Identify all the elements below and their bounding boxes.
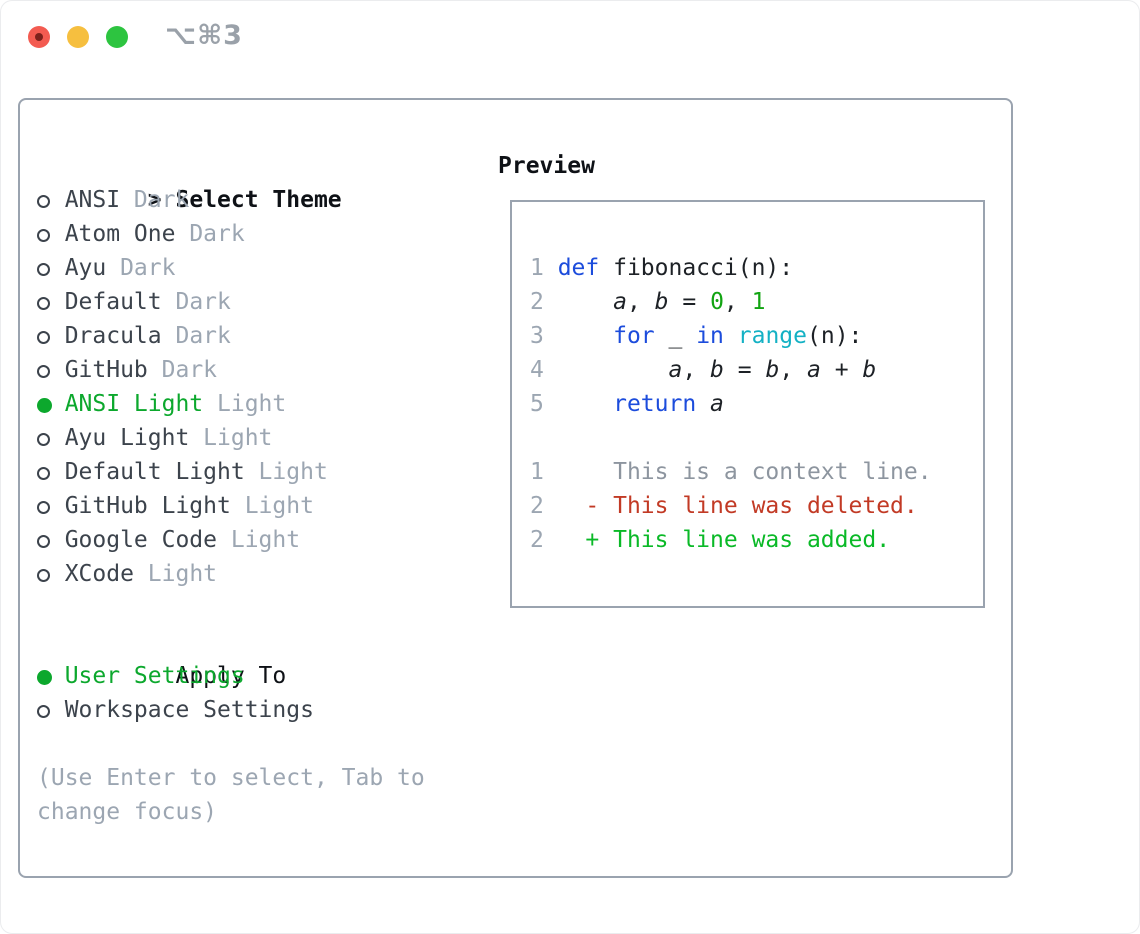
preview-box: 1 def fibonacci(n): 2 a, b = 0, 1 3 for _ …: [510, 200, 985, 608]
theme-variant: Dark: [106, 255, 176, 281]
code-line: 1 def fibonacci(n):: [530, 255, 794, 281]
radio-icon: [37, 365, 50, 378]
radio-icon: [37, 569, 50, 582]
code-line: 1 This is a context line.: [530, 459, 932, 485]
code-line: [530, 421, 932, 455]
close-window-button[interactable]: [28, 26, 50, 48]
code-line: 4 a, b = b, a + b: [530, 357, 877, 383]
zoom-window-button[interactable]: [106, 26, 128, 48]
code-line: 2 a, b = 0, 1: [530, 289, 766, 315]
radio-icon: [37, 398, 52, 413]
theme-variant: Dark: [161, 289, 231, 315]
radio-icon: [37, 331, 50, 344]
theme-name: ANSI Light: [64, 391, 204, 417]
theme-variant: Light: [203, 391, 287, 417]
preview-code: 1 def fibonacci(n): 2 a, b = 0, 1 3 for _ …: [530, 251, 932, 557]
theme-option-ansi-light[interactable]: ANSI Light Light: [37, 387, 425, 421]
window-shortcut-label: ⌥⌘3: [165, 20, 243, 51]
code-line: 3 for _ in range(n):: [530, 323, 863, 349]
radio-icon: [37, 467, 50, 480]
hint-line-1: (Use Enter to select, Tab to: [37, 765, 425, 791]
radio-icon: [37, 229, 50, 242]
theme-variant: Dark: [147, 357, 218, 383]
theme-name: Default: [64, 289, 162, 315]
radio-icon: [37, 705, 50, 718]
theme-name: GitHub Light: [64, 493, 231, 519]
theme-name: Default Light: [64, 459, 245, 485]
select-theme-header-row: > Select Theme: [37, 149, 425, 213]
code-line: 2 + This line was added.: [530, 527, 891, 553]
theme-variant: Dark: [175, 221, 245, 247]
theme-option-google-code[interactable]: Google Code Light: [37, 523, 425, 557]
apply-option-label: Workspace Settings: [64, 697, 314, 723]
spacer-row: [37, 727, 425, 761]
radio-icon: [37, 195, 50, 208]
theme-name: ANSI: [64, 187, 121, 213]
code-line: 5 return a: [530, 391, 724, 417]
theme-variant: Light: [230, 493, 314, 519]
record-dot-icon: [35, 33, 43, 41]
radio-icon: [37, 433, 50, 446]
theme-variant: Light: [217, 527, 301, 553]
theme-option-dracula[interactable]: Dracula Dark: [37, 319, 425, 353]
theme-name: XCode: [64, 561, 134, 587]
spacer-row: [37, 591, 425, 625]
theme-option-xcode[interactable]: XCode Light: [37, 557, 425, 591]
theme-name: Ayu Light: [64, 425, 190, 451]
theme-option-default-light[interactable]: Default Light Light: [37, 455, 425, 489]
radio-icon: [37, 535, 50, 548]
theme-variant: Light: [189, 425, 273, 451]
apply-option-user-settings[interactable]: User Settings: [37, 659, 425, 693]
theme-option-github[interactable]: GitHub Dark: [37, 353, 425, 387]
theme-name: Dracula: [64, 323, 162, 349]
radio-icon: [37, 501, 50, 514]
theme-name: Ayu: [64, 255, 107, 281]
theme-option-default[interactable]: Default Dark: [37, 285, 425, 319]
theme-name: Atom One: [64, 221, 176, 247]
select-theme-header: Select Theme: [175, 187, 342, 213]
radio-icon: [37, 297, 50, 310]
focus-prompt-icon: >: [147, 187, 162, 213]
theme-variant: Light: [133, 561, 218, 587]
apply-to-header: Apply To: [175, 663, 287, 689]
radio-icon: [37, 263, 50, 276]
theme-variant: Light: [244, 459, 328, 485]
apply-option-workspace-settings[interactable]: Workspace Settings: [37, 693, 425, 727]
theme-name: GitHub: [64, 357, 148, 383]
radio-icon: [37, 670, 52, 685]
theme-option-ayu[interactable]: Ayu Dark: [37, 251, 425, 285]
theme-option-github-light[interactable]: GitHub Light Light: [37, 489, 425, 523]
theme-option-atom-one[interactable]: Atom One Dark: [37, 217, 425, 251]
apply-option-label: User Settings: [64, 663, 245, 689]
hint-line-2: change focus): [37, 799, 218, 825]
theme-name: Google Code: [64, 527, 218, 553]
apply-to-header-row: Apply To: [37, 625, 425, 689]
code-line: 2 - This line was deleted.: [530, 493, 918, 519]
theme-option-ansi[interactable]: ANSI Dark: [37, 183, 425, 217]
theme-variant: Dark: [161, 323, 231, 349]
minimize-window-button[interactable]: [67, 26, 89, 48]
theme-option-ayu-light[interactable]: Ayu Light Light: [37, 421, 425, 455]
preview-title: Preview: [498, 153, 595, 179]
theme-variant: Dark: [120, 187, 190, 213]
